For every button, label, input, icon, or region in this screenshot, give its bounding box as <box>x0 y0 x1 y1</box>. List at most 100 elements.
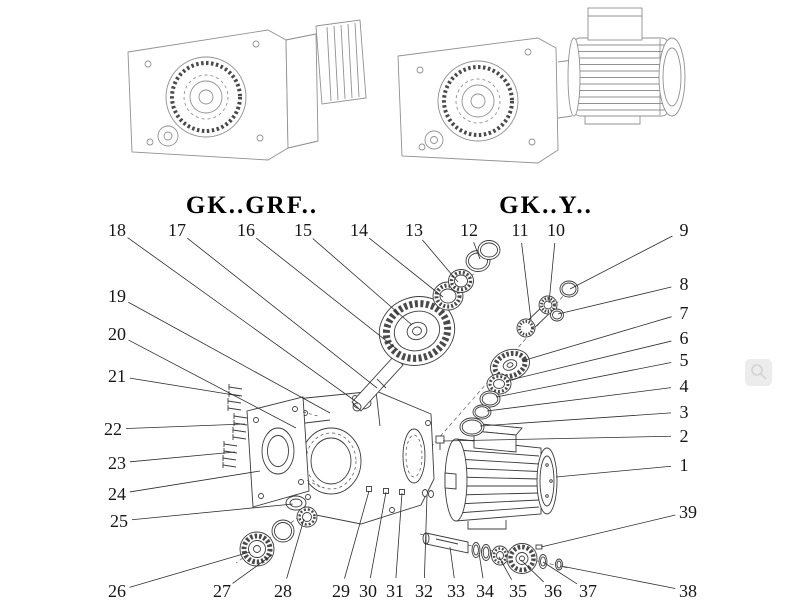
leader-line-30 <box>369 491 387 579</box>
leader-line-38 <box>560 565 676 589</box>
gearbox-drawing-grf <box>127 19 367 161</box>
part-main-gear <box>378 296 456 366</box>
leader-line-27 <box>232 554 273 584</box>
variant-label-gk-y: GK..Y.. <box>499 192 593 219</box>
callout-number-16: 16 <box>237 220 255 240</box>
part-vent-plug <box>435 435 445 450</box>
callout-number-8: 8 <box>680 274 689 294</box>
callout-number-36: 36 <box>544 581 562 600</box>
callout-number-14: 14 <box>350 220 368 240</box>
callout-number-38: 38 <box>679 581 697 600</box>
leader-line-16 <box>255 237 399 351</box>
motor-shaft-stub <box>444 472 457 490</box>
leader-line-5 <box>495 362 672 398</box>
leader-line-39 <box>540 514 676 548</box>
leader-line-13 <box>422 239 459 283</box>
callout-number-23: 23 <box>108 453 126 473</box>
part-pinion-shaft <box>516 280 579 338</box>
leader-line-26 <box>129 551 251 588</box>
part-bearing-ring-stack <box>459 373 512 437</box>
part-output-gear <box>506 543 538 574</box>
callout-number-21: 21 <box>108 366 126 386</box>
exploded-view <box>222 240 579 574</box>
callout-number-7: 7 <box>680 303 689 323</box>
callout-number-11: 11 <box>511 220 528 240</box>
leader-line-36 <box>520 559 544 583</box>
motor-body-ghost <box>573 37 669 117</box>
part-motor <box>444 423 558 530</box>
zoom-watermark-icon <box>745 359 772 386</box>
leader-line-37 <box>542 561 578 585</box>
callout-number-29: 29 <box>332 581 350 600</box>
callout-number-24: 24 <box>108 484 126 504</box>
leader-line-22 <box>125 423 246 429</box>
leader-line-10 <box>548 242 556 304</box>
leader-line-19 <box>128 301 331 414</box>
leader-line-9 <box>569 235 673 290</box>
leader-line-21 <box>129 377 241 397</box>
callout-number-35: 35 <box>509 581 527 600</box>
leader-line-29 <box>344 490 370 579</box>
callout-number-33: 33 <box>447 581 465 600</box>
leader-line-23 <box>129 451 236 463</box>
callout-number-27: 27 <box>213 581 231 600</box>
part-bearing-small <box>448 269 474 293</box>
part-lower-ring <box>271 519 295 543</box>
callout-number-34: 34 <box>476 581 494 600</box>
callout-number-28: 28 <box>274 581 292 600</box>
leader-line-8 <box>557 286 672 315</box>
part-bearing-cap <box>285 495 307 511</box>
leader-line-28 <box>286 518 305 579</box>
callout-number-32: 32 <box>415 581 433 600</box>
callout-number-9: 9 <box>680 220 689 240</box>
leader-line-12 <box>473 242 481 260</box>
leader-line-2 <box>442 435 672 442</box>
part-bolt-clusters <box>222 384 248 468</box>
leader-line-31 <box>395 492 403 579</box>
leader-line-17 <box>186 237 378 389</box>
callout-number-15: 15 <box>294 220 312 240</box>
leader-line-14 <box>368 237 444 298</box>
callout-number-37: 37 <box>579 581 597 600</box>
leader-line-11 <box>521 242 532 321</box>
leader-line-33 <box>449 546 455 579</box>
leader-line-6 <box>505 340 672 382</box>
variant-label-gk-grf: GK..GRF.. <box>186 192 318 219</box>
callout-number-26: 26 <box>108 581 126 600</box>
gearbox-drawing-y <box>397 7 686 164</box>
leader-line-4 <box>486 387 672 412</box>
leader-line-15 <box>312 238 413 326</box>
part-flange-plate <box>246 396 323 508</box>
callout-number-25: 25 <box>110 511 128 531</box>
callout-number-18: 18 <box>108 220 126 240</box>
callout-number-4: 4 <box>680 376 689 396</box>
callout-number-2: 2 <box>680 426 689 446</box>
part-retaining-rings <box>465 240 501 272</box>
callout-number-20: 20 <box>108 324 126 344</box>
callout-number-17: 17 <box>168 220 186 240</box>
callout-number-39: 39 <box>679 502 697 522</box>
terminal-box-ghost <box>587 7 643 41</box>
leader-line-1 <box>555 465 672 478</box>
leader-line-25 <box>131 503 294 521</box>
leader-line-20 <box>128 339 297 429</box>
part-output-shaft-assembly <box>422 532 563 574</box>
callout-number-6: 6 <box>680 328 689 348</box>
part-seal-ring <box>559 280 579 298</box>
leader-line-7 <box>521 316 672 362</box>
callout-number-30: 30 <box>359 581 377 600</box>
callout-number-1: 1 <box>680 455 689 475</box>
callout-number-13: 13 <box>405 220 423 240</box>
leader-line-34 <box>478 552 484 579</box>
leader-line-24 <box>129 470 261 493</box>
part-output-shaft <box>425 532 469 554</box>
leader-line-3 <box>479 412 672 427</box>
callout-number-12: 12 <box>460 220 478 240</box>
callout-number-22: 22 <box>104 419 122 439</box>
part-input-shaft <box>351 355 404 412</box>
callout-number-19: 19 <box>108 286 126 306</box>
callout-number-5: 5 <box>680 350 689 370</box>
leader-line-18 <box>127 237 359 404</box>
